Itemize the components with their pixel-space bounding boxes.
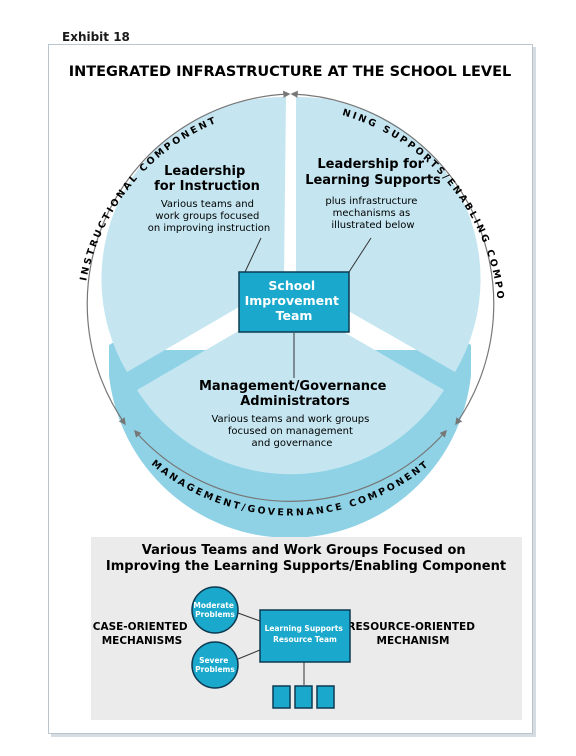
instruction-body: Various teams and work groups focused on… [148, 199, 270, 234]
management-heading: Management/Governance Administrators [199, 379, 391, 409]
instructional-arrow [86, 90, 291, 426]
management-body: Various teams and work groups focused on… [211, 414, 372, 449]
severe-problems-label: Severe Problems [195, 656, 235, 674]
diagram-title: INTEGRATED INFRASTRUCTURE AT THE SCHOOL … [69, 64, 512, 80]
resource-oriented-label: RESOURCE-ORIENTED MECHANISM [347, 621, 478, 647]
learning-supports-body: plus infrastructure mechanisms as illust… [325, 196, 420, 231]
moderate-problems-circle [191, 586, 239, 634]
connector-learning-supports [348, 237, 372, 273]
lower-panel-title: Various Teams and Work Groups Focused on… [106, 543, 506, 574]
management-arrow [134, 429, 447, 502]
case-oriented-label: CASE-ORIENTED MECHANISMS [93, 621, 192, 647]
instruction-heading: Leadership for Instruction [154, 164, 260, 194]
school-improvement-team-label: School Improvement Team [245, 278, 344, 323]
school-improvement-team-box [238, 271, 350, 333]
moderate-problems-label: Moderate Problems [193, 601, 236, 619]
small-team-box [316, 685, 335, 709]
connector-instruction [244, 237, 262, 273]
learning-supports-resource-team-label: Learning Supports Resource Team [265, 624, 346, 644]
small-team-box [272, 685, 291, 709]
small-team-box [294, 685, 313, 709]
connector-moderate [237, 612, 261, 622]
infrastructure-diagram: INTEGRATED INFRASTRUCTURE AT THE SCHOOL … [49, 45, 522, 720]
learning-supports-resource-team-box [259, 609, 351, 663]
exhibit-label: Exhibit 18 [62, 30, 130, 44]
connector-severe [237, 649, 261, 660]
exhibit-card: INTEGRATED INFRASTRUCTURE AT THE SCHOOL … [48, 44, 533, 734]
learning-supports-heading: Leadership for Learning Supports [305, 157, 441, 188]
learning-supports-arrow [290, 90, 495, 426]
severe-problems-circle [191, 641, 239, 689]
